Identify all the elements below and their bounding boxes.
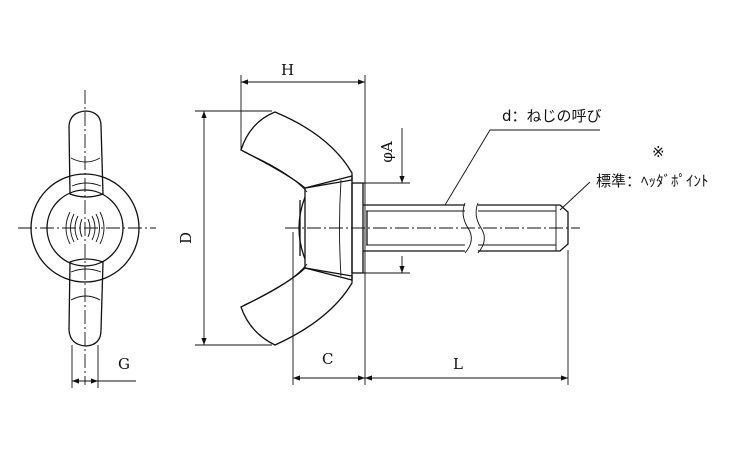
dim-label-g: G [118, 355, 130, 373]
dim-label-d: D [177, 232, 195, 244]
dim-label-l: L [453, 355, 463, 373]
reference-mark: ※ [652, 143, 665, 161]
dimension-lines [195, 75, 600, 385]
thread-note: d：ねじの呼び [502, 107, 602, 125]
dim-label-phi-a: φA [378, 141, 396, 163]
dim-label-h: H [281, 61, 294, 79]
side-view [240, 111, 580, 346]
dim-label-c: C [322, 350, 333, 368]
front-view [18, 90, 156, 388]
standard-note: 標準：ﾍｯﾀﾞﾎﾟｲﾝﾄ [596, 172, 709, 190]
